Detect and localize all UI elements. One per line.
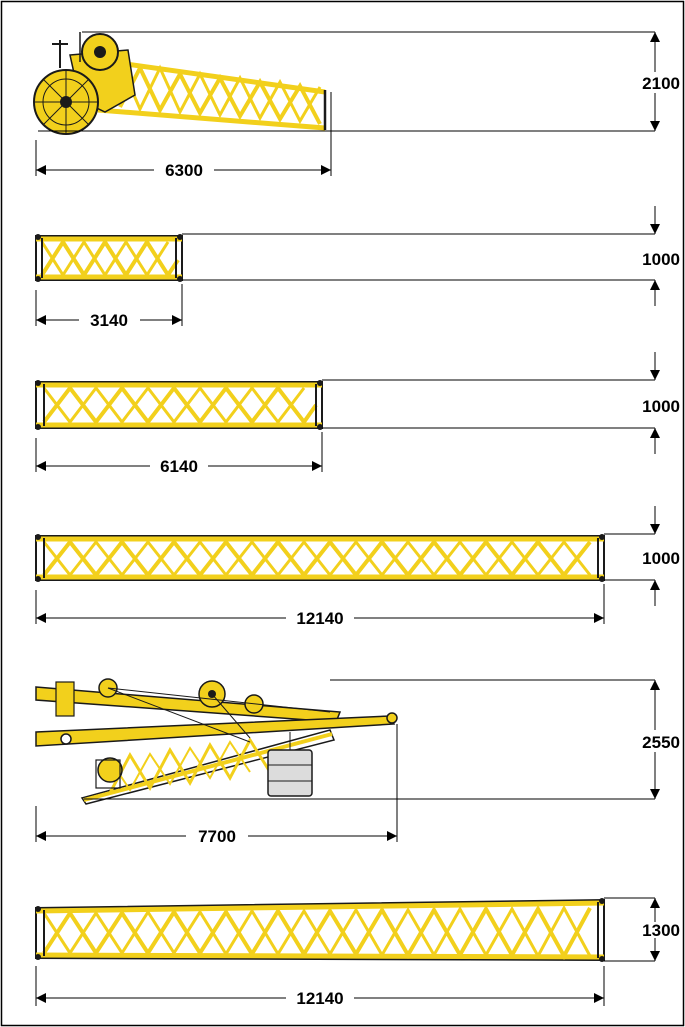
section-lattice-12140-taper: 12140 1300: [35, 897, 680, 1008]
lattice-3140-height-dimension: 1000: [642, 250, 680, 269]
a-frame-lattice-base: [80, 729, 336, 805]
lattice-3140-length-dimension: 3140: [90, 311, 128, 330]
lattice-12140-height-dimension: 1000: [642, 549, 680, 568]
lattice-12140-taper-height-dimension: 1300: [642, 921, 680, 940]
lattice-6140-length-dimension: 6140: [160, 457, 198, 476]
a-frame-length-dimension: 7700: [198, 827, 236, 846]
lattice-6140-body: [35, 380, 323, 430]
lattice-12140-length-dimension: 12140: [296, 609, 343, 628]
boom-head-wheel: [33, 69, 99, 135]
a-frame-sheaves: [95, 678, 331, 789]
lattice-3140-body: [35, 234, 183, 282]
section-lattice-12140: 12140 1000: [35, 506, 680, 628]
a-frame-counterweight: [267, 732, 313, 797]
section-lattice-3140: 3140 1000: [35, 206, 680, 330]
a-frame-height-dimension: 2550: [642, 733, 680, 752]
lattice-12140-taper-body: [35, 898, 605, 962]
lattice-12140-body: [35, 534, 605, 582]
boom-head-length-dimension: 6300: [165, 161, 203, 180]
lattice-6140-height-dimension: 1000: [642, 397, 680, 416]
a-frame-upper-arm: [35, 681, 342, 723]
section-lattice-6140: 6140 1000: [35, 352, 680, 476]
boom-head-lattice: [97, 57, 327, 131]
section-a-frame-mast: 7700 2550: [35, 678, 680, 846]
lattice-12140-taper-length-dimension: 12140: [296, 989, 343, 1008]
boom-head-height-dimension: 2100: [642, 74, 680, 93]
a-frame-lower-arm: [35, 712, 398, 747]
boom-head-sheave-assembly: [52, 32, 136, 113]
section-boom-head: 6300 2100: [33, 31, 680, 180]
